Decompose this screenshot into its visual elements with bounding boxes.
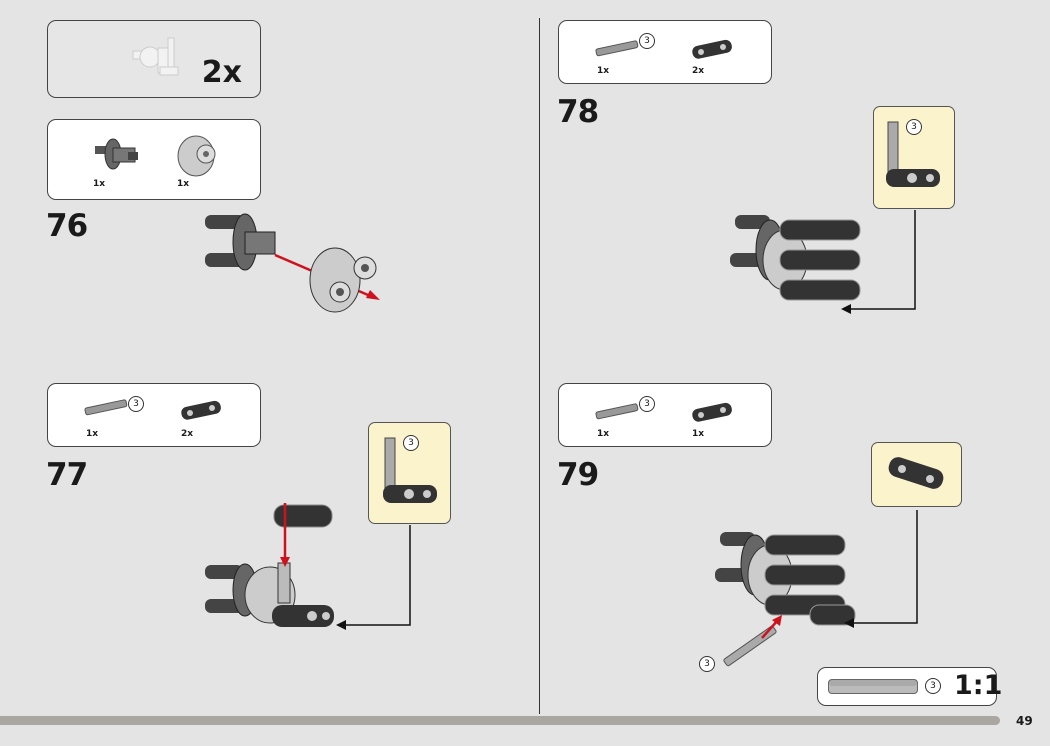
part-qty: 2x [692, 66, 705, 76]
axle-part-icon [595, 403, 639, 420]
callout-79 [871, 442, 962, 507]
parts-list-76: 1x 1x [47, 119, 261, 200]
parts-list-78: 3 1x 2x [558, 20, 772, 84]
step-79-model [715, 510, 918, 667]
part-qty: 1x [177, 179, 190, 189]
step-76-model [205, 213, 380, 313]
step-number-78: 78 [557, 94, 599, 130]
scale-ruler: 3 1:1 [817, 667, 1002, 706]
step-number-76: 76 [46, 208, 88, 244]
scale-ratio: 1:1 [954, 670, 1003, 701]
axle-in-beam-icon [383, 437, 437, 503]
axle-length-badge: 3 [639, 396, 655, 412]
axle-in-beam-icon [886, 121, 940, 187]
part-qty: 1x [597, 66, 610, 76]
step-77-model [205, 503, 411, 630]
parts-list-77: 3 1x 2x [47, 383, 261, 447]
part-qty: 1x [93, 179, 106, 189]
beam-connector-part-icon [692, 39, 732, 59]
axle-length-badge: 3 [906, 119, 922, 135]
part-qty: 1x [692, 429, 705, 439]
beam-connector-icon [888, 457, 944, 489]
axle-part-icon [595, 40, 639, 57]
axle-part-icon [84, 399, 128, 416]
part-qty: 1x [86, 429, 99, 439]
axle-length-badge: 3 [699, 656, 715, 672]
step-78-model [730, 210, 916, 314]
submodel-multiplier: 2x [201, 55, 242, 90]
beam-connector-part-icon [692, 402, 732, 422]
axle-length-badge: 3 [128, 396, 144, 412]
axle-length-badge: 3 [639, 33, 655, 49]
axle-length-badge: 3 [925, 678, 941, 694]
step-number-79: 79 [557, 457, 599, 493]
hub-connector-part-icon [177, 135, 216, 177]
axle-length-badge: 3 [403, 435, 419, 451]
callout-78: 3 [873, 106, 955, 209]
beam-connector-part-icon [181, 400, 221, 420]
submodel-callout: 2x [47, 20, 261, 98]
page-number: 49 [1016, 714, 1033, 728]
parts-list-79: 3 1x 1x [558, 383, 772, 447]
step-number-77: 77 [46, 457, 88, 493]
page-divider [539, 18, 540, 714]
page-progress-bar [0, 716, 1000, 725]
wheel-hub-part-icon [95, 138, 138, 170]
submodel-image [132, 37, 179, 76]
callout-77: 3 [368, 422, 451, 524]
axle-scale-image [828, 679, 918, 694]
part-qty: 1x [597, 429, 610, 439]
part-qty: 2x [181, 429, 194, 439]
